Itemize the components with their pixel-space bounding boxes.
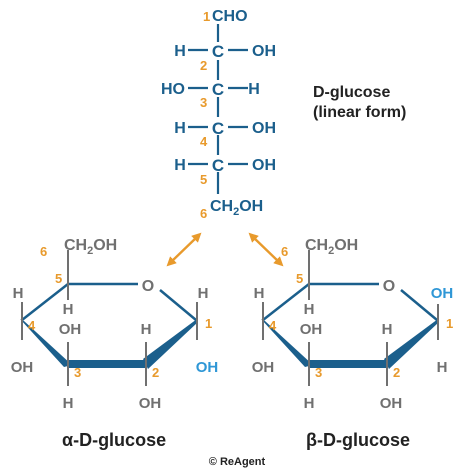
- linear-glucose: CHO C C C C H OH HO H H OH H OH CH2OH 1 …: [161, 8, 406, 221]
- linear-bonds: [188, 24, 248, 194]
- linear-c4-atom: C: [212, 119, 224, 138]
- beta-c4-oh: OH: [252, 359, 275, 376]
- alpha-c2-h: H: [141, 321, 152, 338]
- alpha-wedge-left: [20, 319, 72, 367]
- alpha-c6-group: CH2OH: [64, 237, 117, 257]
- equilibrium-arrow-right: [248, 232, 284, 267]
- equilibrium-arrow-left: [166, 232, 202, 267]
- alpha-ring-oxygen: O: [142, 278, 154, 295]
- beta-number-1: 1: [446, 316, 453, 331]
- alpha-c4-h: H: [13, 285, 24, 302]
- linear-c4-h: H: [174, 120, 186, 137]
- beta-c4-h: H: [254, 285, 265, 302]
- alpha-c1-oh: OH: [196, 359, 219, 376]
- beta-c5-h: H: [304, 301, 315, 318]
- linear-number-3: 3: [200, 95, 207, 110]
- alpha-wedge-right: [143, 319, 198, 369]
- alpha-c2-oh: OH: [139, 395, 162, 412]
- beta-number-2: 2: [393, 365, 400, 380]
- alpha-substituent-bonds: [21, 250, 198, 386]
- linear-c4-oh: OH: [252, 120, 276, 137]
- alpha-name: α-D-glucose: [62, 430, 166, 450]
- beta-c3-h: H: [304, 395, 315, 412]
- beta-number-4: 4: [269, 318, 277, 333]
- linear-c5-atom: C: [212, 156, 224, 175]
- linear-c2-atom: C: [212, 42, 224, 61]
- alpha-c5-h: H: [63, 301, 74, 318]
- linear-number-5: 5: [200, 172, 207, 187]
- linear-number-6: 6: [200, 206, 207, 221]
- alpha-c3-oh: OH: [59, 321, 82, 338]
- linear-c1-group: CHO: [212, 8, 248, 25]
- linear-c5-h: H: [174, 157, 186, 174]
- beta-c2-oh: OH: [380, 395, 403, 412]
- linear-number-4: 4: [200, 134, 208, 149]
- credit-text: © ReAgent: [209, 456, 266, 468]
- alpha-c3-h: H: [63, 395, 74, 412]
- beta-front-bond: [309, 360, 386, 368]
- beta-c1-h: H: [437, 359, 448, 376]
- alpha-glucose: CH2OH O H H OH OH H H OH H OH 6 5 4 3 2 …: [11, 237, 219, 450]
- beta-c3-oh: OH: [300, 321, 323, 338]
- alpha-number-1: 1: [205, 316, 212, 331]
- alpha-number-3: 3: [74, 365, 81, 380]
- linear-c3-ho: HO: [161, 81, 185, 98]
- alpha-front-bond: [68, 360, 145, 368]
- alpha-c4-oh: OH: [11, 359, 34, 376]
- alpha-c1-h: H: [198, 285, 209, 302]
- alpha-number-6: 6: [40, 244, 47, 259]
- beta-c2-h: H: [382, 321, 393, 338]
- alpha-number-5: 5: [55, 271, 62, 286]
- beta-c6-group: CH2OH: [305, 237, 358, 257]
- beta-c1-oh: OH: [431, 285, 454, 302]
- linear-c5-oh: OH: [252, 157, 276, 174]
- beta-number-5: 5: [296, 271, 303, 286]
- beta-ring-bonds: [262, 282, 438, 321]
- linear-name-line1: D-glucose: [313, 84, 390, 101]
- linear-c2-oh: OH: [252, 43, 276, 60]
- linear-c2-h: H: [174, 43, 186, 60]
- beta-wedge-right: [384, 319, 439, 369]
- beta-ring-oxygen: O: [383, 278, 395, 295]
- linear-c6-group: CH2OH: [210, 198, 263, 218]
- linear-c3-h: H: [248, 81, 260, 98]
- linear-number-2: 2: [200, 58, 207, 73]
- linear-name-line2: (linear form): [313, 104, 406, 121]
- alpha-number-2: 2: [152, 365, 159, 380]
- beta-number-3: 3: [315, 365, 322, 380]
- beta-substituent-bonds: [262, 250, 439, 386]
- beta-name: β-D-glucose: [306, 430, 410, 450]
- beta-glucose: CH2OH O H H OH OH H H OH OH H 6 5 4 3 2 …: [252, 237, 454, 450]
- linear-number-1: 1: [203, 9, 210, 24]
- alpha-number-4: 4: [28, 318, 36, 333]
- beta-number-6: 6: [281, 244, 288, 259]
- linear-c3-atom: C: [212, 80, 224, 99]
- alpha-ring-bonds: [21, 282, 197, 321]
- beta-wedge-left: [261, 319, 313, 367]
